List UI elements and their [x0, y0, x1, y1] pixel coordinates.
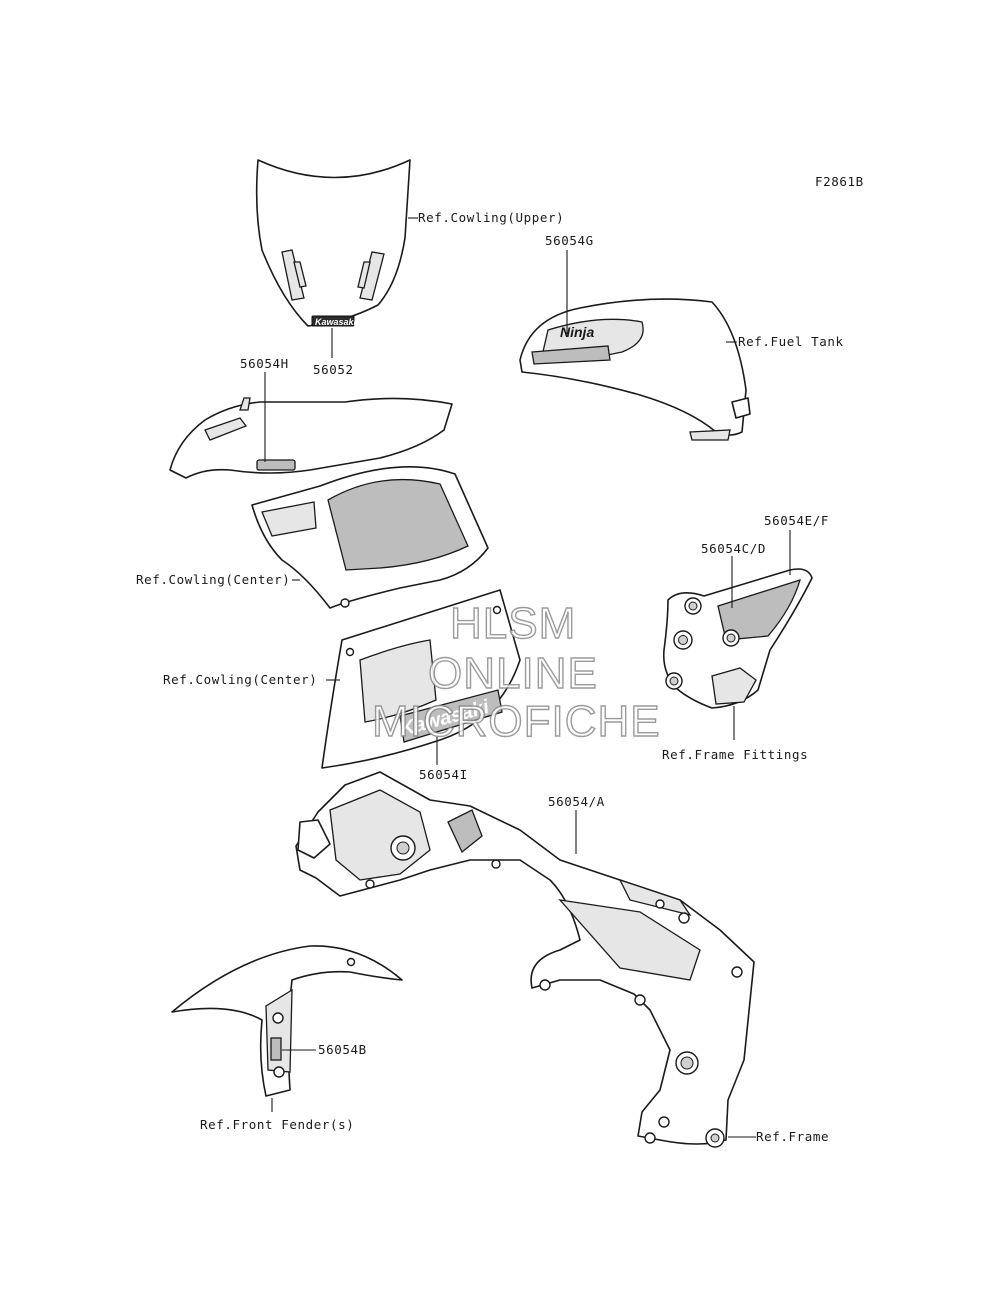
part-number-56054I: 56054I	[419, 767, 468, 782]
kawasaki-small-text: Kawasaki	[315, 317, 357, 327]
watermark: HLSM ONLINE MICROFICHE	[371, 598, 661, 746]
part-number-56054B: 56054B	[318, 1042, 367, 1057]
part-number-56054G: 56054G	[545, 233, 594, 248]
fuel-tank-part: Ninja	[519, 298, 751, 441]
label-cowling-center-upper: Ref.Cowling(Center)	[136, 572, 290, 587]
watermark-line2: ONLINE	[428, 649, 598, 698]
ninja-decal: Ninja	[560, 324, 594, 340]
frame-fittings-part	[662, 568, 813, 709]
front-fender-part	[171, 945, 403, 1097]
part-number-56052: 56052	[313, 362, 354, 377]
part-number-56054CD: 56054C/D	[701, 541, 766, 556]
kawasaki-small-decal	[311, 315, 355, 327]
label-frame: Ref.Frame	[756, 1129, 829, 1144]
part-number-56054A: 56054/A	[548, 794, 605, 809]
label-cowling-upper: Ref.Cowling(Upper)	[418, 210, 564, 225]
part-number-56054H: 56054H	[240, 356, 289, 371]
part-number-56054EF: 56054E/F	[764, 513, 829, 528]
figure-code: F2861B	[815, 174, 864, 189]
watermark-line1: HLSM	[450, 599, 576, 648]
decal-56054H	[256, 459, 296, 471]
label-frame-fittings: Ref.Frame Fittings	[662, 747, 808, 762]
watermark-line3: MICROFICHE	[372, 697, 661, 746]
label-front-fender: Ref.Front Fender(s)	[200, 1117, 354, 1132]
lower-center-cowling-part: Kawasaki	[321, 589, 521, 769]
frame-part	[295, 771, 755, 1148]
label-fuel-tank: Ref.Fuel Tank	[738, 334, 844, 349]
decal-56054B	[270, 1037, 282, 1061]
windscreen-part: Kawasaki	[255, 159, 411, 327]
upper-side-cowling-part	[169, 397, 489, 609]
label-cowling-center-lower: Ref.Cowling(Center)	[163, 672, 317, 687]
